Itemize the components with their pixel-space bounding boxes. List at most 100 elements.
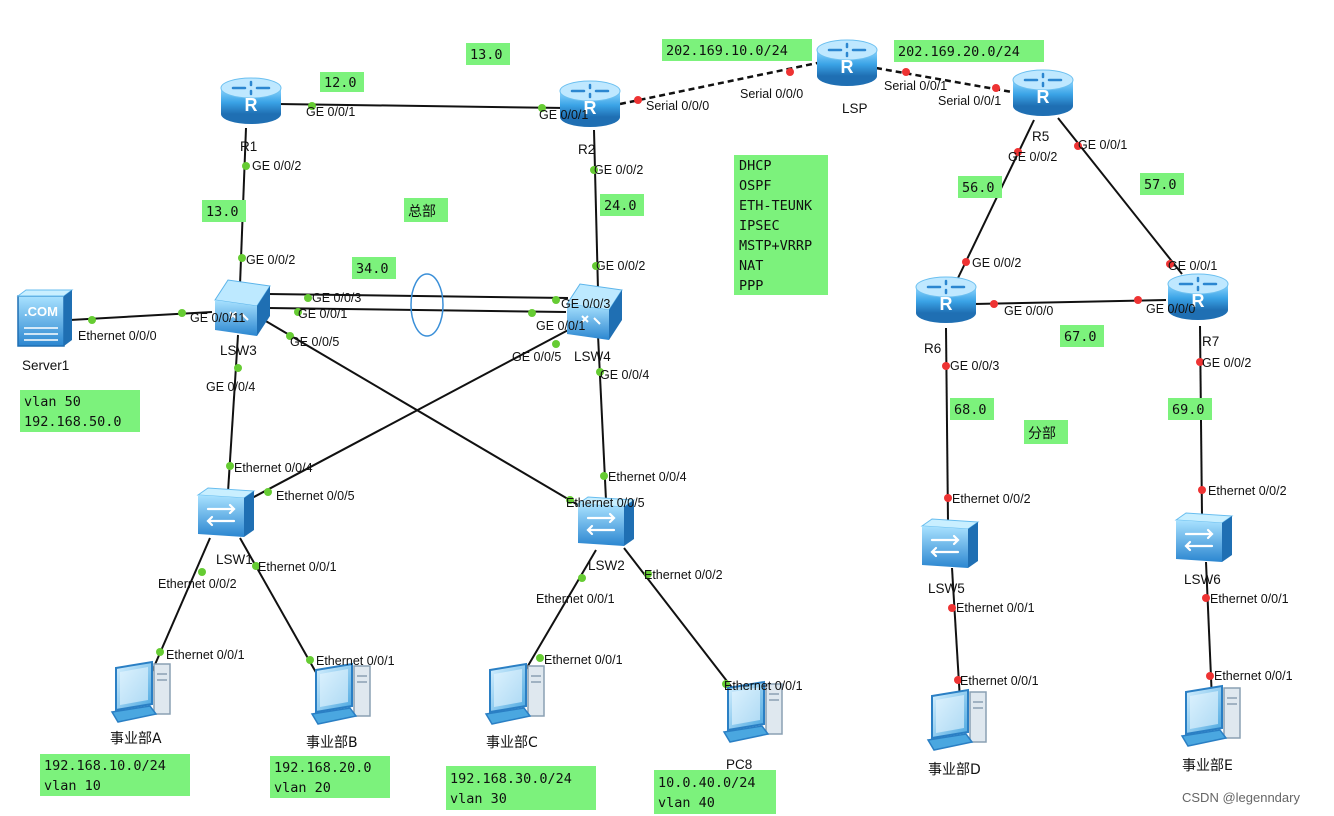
link-lsw3-lsw2 xyxy=(263,319,591,513)
protocol-item: NAT xyxy=(739,258,763,274)
port-label: GE 0/0/3 xyxy=(312,291,361,305)
device-name-pc-d: 事业部D xyxy=(928,762,981,778)
device-name-lsw4: LSW4 xyxy=(574,349,611,364)
port-label: GE 0/0/1 xyxy=(536,319,585,333)
label-pc-c-net: 192.168.30.0/24 vlan 30 xyxy=(446,766,596,810)
port-label: Ethernet 0/0/1 xyxy=(1210,592,1289,606)
port-label: GE 0/0/3 xyxy=(561,297,610,311)
device-name-lsw5: LSW5 xyxy=(928,581,965,596)
device-name-lsp: LSP xyxy=(842,101,868,116)
device-name-pc-b: 事业部B xyxy=(306,735,358,751)
port-label: GE 0/0/3 xyxy=(950,359,999,373)
label-net-r1lsw3: 13.0 xyxy=(202,200,246,222)
protocol-item: OSPF xyxy=(739,178,772,194)
port-labels: GE 0/0/1 GE 0/0/2 GE 0/0/1 Serial 0/0/0 … xyxy=(78,79,1293,693)
protocol-item: ETH-TEUNK xyxy=(739,198,813,214)
switch-icon xyxy=(214,279,271,337)
protocol-item: IPSEC xyxy=(739,218,780,234)
port-label: GE 0/0/4 xyxy=(600,368,649,382)
router-icon xyxy=(815,38,879,88)
link-r1-r2 xyxy=(277,103,567,109)
switch-lsw3[interactable] xyxy=(214,279,271,337)
port-label: Ethernet 0/0/4 xyxy=(608,470,687,484)
port-label: GE 0/0/2 xyxy=(252,159,301,173)
pc-icon xyxy=(111,661,171,723)
link-lsw4-lsw1 xyxy=(251,327,573,499)
label-branch: 分部 xyxy=(1024,420,1068,444)
switch-icon xyxy=(920,517,980,570)
svg-text:192.168.30.0/24: 192.168.30.0/24 xyxy=(450,771,572,787)
port-label: GE 0/0/1 xyxy=(306,105,355,119)
label-net-r2lsw4: 24.0 xyxy=(600,194,644,216)
protocol-item: DHCP xyxy=(739,158,772,174)
port-label: Ethernet 0/0/5 xyxy=(566,496,645,510)
label-hq: 总部 xyxy=(404,198,448,222)
port-label: GE 0/0/1 xyxy=(298,307,347,321)
svg-text:202.169.20.0/24: 202.169.20.0/24 xyxy=(898,44,1020,60)
switch-lsw1[interactable] xyxy=(196,486,256,539)
port-label: Serial 0/0/0 xyxy=(740,87,803,101)
device-name-r2: R2 xyxy=(578,142,595,157)
port-label: Ethernet 0/0/1 xyxy=(724,679,803,693)
router-lsp[interactable] xyxy=(815,38,879,88)
port-label: Ethernet 0/0/0 xyxy=(78,329,157,343)
label-net-56: 56.0 xyxy=(958,176,1002,198)
switch-lsw5[interactable] xyxy=(920,517,980,570)
svg-text:24.0: 24.0 xyxy=(604,198,637,214)
link-r6-lsw5 xyxy=(945,327,949,523)
pc-b[interactable] xyxy=(311,663,371,725)
port-label: Ethernet 0/0/2 xyxy=(952,492,1031,506)
link-lsw2-pcc xyxy=(521,549,597,677)
network-labels: 12.0 13.0 202.169.10.0/24 202.169.20.0/2… xyxy=(20,39,1212,814)
port-label: GE 0/0/5 xyxy=(512,350,561,364)
link-lsp-r5 xyxy=(875,66,1013,94)
router-r6[interactable] xyxy=(914,275,978,325)
device-name-pc-a: 事业部A xyxy=(110,731,162,747)
protocol-item: PPP xyxy=(739,278,763,294)
pc-a[interactable] xyxy=(111,661,171,723)
port-label: Ethernet 0/0/1 xyxy=(316,654,395,668)
port-label: Ethernet 0/0/2 xyxy=(158,577,237,591)
port-label: GE 0/0/2 xyxy=(594,163,643,177)
device-name-r7: R7 xyxy=(1202,334,1219,349)
label-net-r1r2: 12.0 xyxy=(320,72,364,92)
svg-text:10.0.40.0/24: 10.0.40.0/24 xyxy=(658,775,756,791)
link-lsw3-lsw4-a xyxy=(267,293,569,299)
link-r5-r6 xyxy=(957,119,1035,279)
port-label: Ethernet 0/0/2 xyxy=(1208,484,1287,498)
svg-text:13.0: 13.0 xyxy=(206,204,239,220)
label-net-68: 68.0 xyxy=(950,398,994,420)
port-label: Serial 0/0/1 xyxy=(884,79,947,93)
svg-text:34.0: 34.0 xyxy=(356,261,389,277)
svg-text:69.0: 69.0 xyxy=(1172,402,1205,418)
device-name-lsw2: LSW2 xyxy=(588,558,625,573)
device-name-r6: R6 xyxy=(924,341,941,356)
pc-icon xyxy=(927,689,987,751)
label-pc8-net: 10.0.40.0/24 vlan 40 xyxy=(654,770,776,814)
device-names: R1 R2 LSP R5 R6 R7 LSW3 LSW4 LSW1 LSW2 L… xyxy=(22,101,1233,778)
svg-text:13.0: 13.0 xyxy=(470,47,503,63)
device-name-pc-e: 事业部E xyxy=(1182,758,1233,774)
router-r5[interactable] xyxy=(1011,68,1075,118)
port-indicators xyxy=(88,68,1214,688)
device-name-r5: R5 xyxy=(1032,129,1049,144)
pc-c[interactable] xyxy=(485,663,545,725)
port-label: GE 0/0/1 xyxy=(1168,259,1217,273)
label-net-57: 57.0 xyxy=(1140,173,1184,195)
pc-d[interactable] xyxy=(927,689,987,751)
switch-lsw6[interactable] xyxy=(1174,511,1234,564)
port-label: Ethernet 0/0/1 xyxy=(956,601,1035,615)
port-label: Ethernet 0/0/1 xyxy=(258,560,337,574)
pc-e[interactable] xyxy=(1181,685,1241,747)
svg-text:vlan 50: vlan 50 xyxy=(24,394,81,410)
router-r1[interactable] xyxy=(219,76,283,126)
switch-icon xyxy=(1174,511,1234,564)
server1[interactable] xyxy=(17,289,73,347)
port-label: Ethernet 0/0/1 xyxy=(960,674,1039,688)
device-name-pc-c: 事业部C xyxy=(486,735,538,751)
port-label: GE 0/0/2 xyxy=(1008,150,1057,164)
svg-text:vlan 10: vlan 10 xyxy=(44,778,101,794)
svg-text:192.168.10.0/24: 192.168.10.0/24 xyxy=(44,758,166,774)
device-name-lsw1: LSW1 xyxy=(216,552,253,567)
